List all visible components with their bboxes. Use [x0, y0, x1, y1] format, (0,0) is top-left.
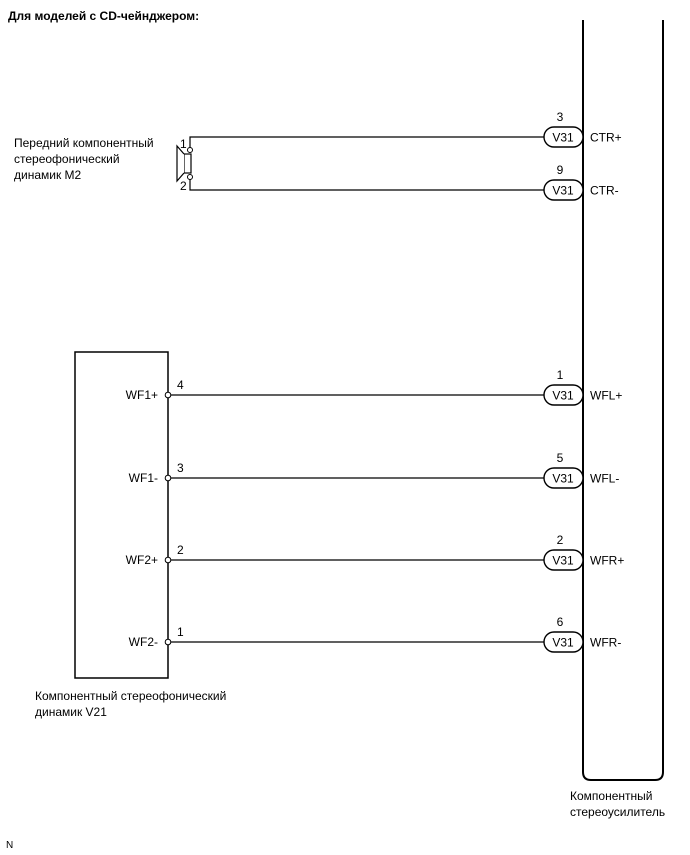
amplifier-outline [582, 20, 664, 781]
wire-ctr-plus [189, 136, 544, 150]
connector-signal: WFL+ [590, 389, 622, 403]
connector-capsule [543, 179, 584, 201]
wire-ctr-minus [189, 177, 544, 191]
front-speaker-label-line-1: Передний компонентный [14, 136, 154, 150]
terminal-pin: 2 [177, 543, 184, 557]
connector-pin: 9 [557, 163, 564, 177]
connector-pin: 5 [557, 451, 564, 465]
connector-code: V31 [552, 389, 574, 403]
component-speaker-label-line-1: Компонентный стереофонический [35, 689, 226, 703]
component-speaker-box [74, 351, 169, 679]
connector-code: V31 [552, 472, 574, 486]
connector-capsule [543, 549, 584, 571]
front-speaker-label-line-3: динамик M2 [14, 168, 82, 182]
terminal-name: WF1+ [126, 388, 158, 402]
connector-pin: 3 [557, 110, 564, 124]
connector-signal: WFR+ [590, 554, 624, 568]
connector-v31-ctr-plus: 3 V31 CTR+ [543, 110, 622, 148]
terminal-wf2-plus: WF2+ 2 [126, 543, 544, 567]
terminal-dot [164, 638, 172, 646]
connector-capsule [543, 631, 584, 653]
front-speaker-terminal-1 [187, 147, 193, 153]
amplifier-label-line-1: Компонентный [570, 789, 652, 803]
connector-v31-ctr-minus: 9 V31 CTR- [543, 163, 619, 201]
terminal-dot [164, 391, 172, 399]
terminal-name: WF2+ [126, 553, 158, 567]
diagram-title: Для моделей с CD-чейнджером: [8, 9, 199, 23]
connector-signal: WFL- [590, 472, 619, 486]
connector-signal: CTR+ [590, 131, 622, 145]
connector-code: V31 [552, 554, 574, 568]
connector-signal: CTR- [590, 184, 619, 198]
terminal-wf2-minus: WF2- 1 [129, 625, 544, 649]
connector-capsule [543, 467, 584, 489]
terminal-pin: 4 [177, 378, 184, 392]
connector-v31-wfl-plus: 1 V31 WFL+ [543, 368, 622, 406]
connector-signal: WFR- [590, 636, 621, 650]
connector-v31-wfr-plus: 2 V31 WFR+ [543, 533, 624, 571]
terminal-pin: 1 [177, 625, 184, 639]
connector-capsule [543, 126, 584, 148]
terminal-wf1-minus: WF1- 3 [129, 461, 544, 485]
front-speaker-terminal-2 [187, 174, 193, 180]
connector-pin: 6 [557, 615, 564, 629]
amplifier-label-line-2: стереоусилитель [570, 805, 665, 819]
front-speaker-pin-1: 1 [180, 137, 187, 151]
front-speaker-label-line-2: стереофонический [14, 152, 120, 166]
terminal-dot [164, 556, 172, 564]
connector-pin: 2 [557, 533, 564, 547]
front-speaker-pin-2: 2 [180, 179, 187, 193]
terminal-wf1-plus: WF1+ 4 [126, 378, 544, 402]
speaker-symbol-icon [176, 144, 192, 183]
connector-capsule [543, 384, 584, 406]
footer-mark: N [6, 840, 13, 851]
connector-code: V31 [552, 131, 574, 145]
connector-pin: 1 [557, 368, 564, 382]
terminal-name: WF2- [129, 635, 158, 649]
component-speaker-label-line-2: динамик V21 [35, 705, 107, 719]
terminal-pin: 3 [177, 461, 184, 475]
terminal-name: WF1- [129, 471, 158, 485]
connector-v31-wfr-minus: 6 V31 WFR- [543, 615, 621, 653]
terminal-dot [164, 474, 172, 482]
connector-code: V31 [552, 636, 574, 650]
connector-v31-wfl-minus: 5 V31 WFL- [543, 451, 619, 489]
connector-code: V31 [552, 184, 574, 198]
